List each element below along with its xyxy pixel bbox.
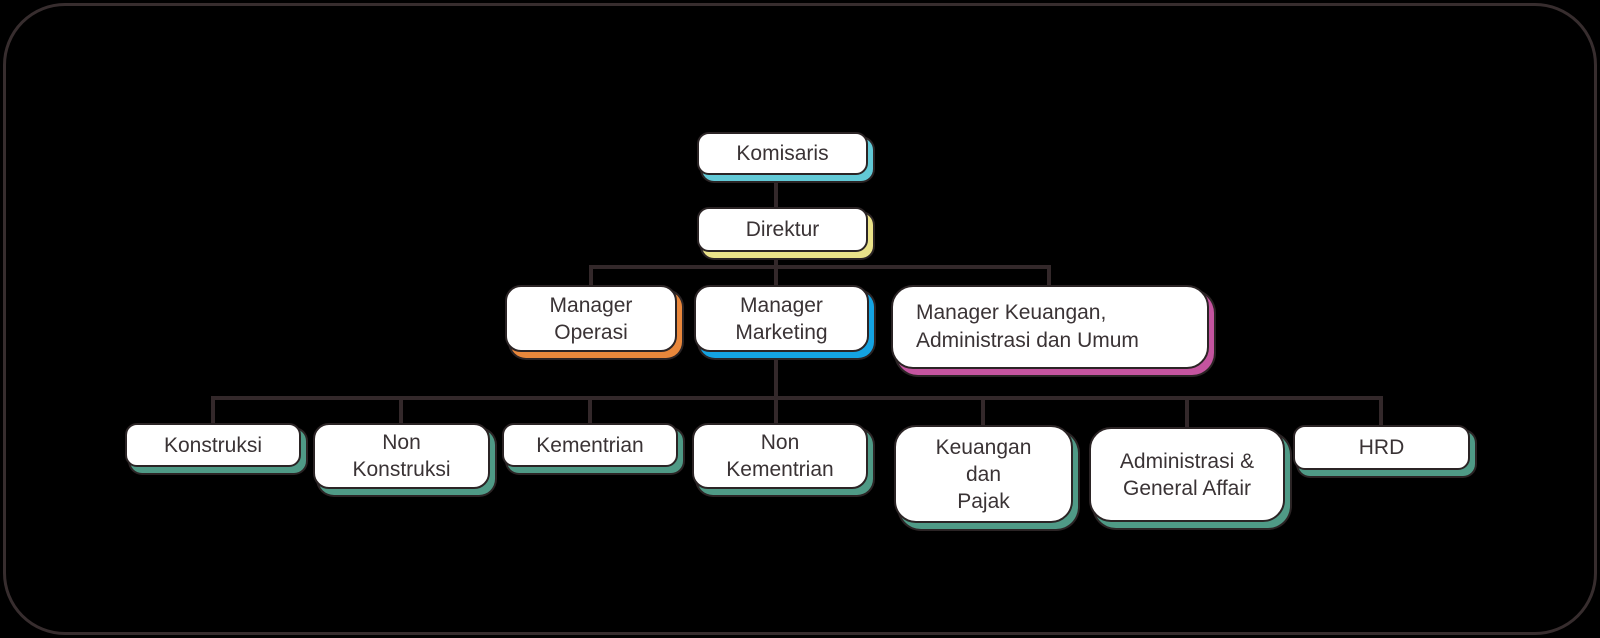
node-label: HRD (1358, 436, 1405, 459)
node-hrd: HRD (1293, 425, 1470, 470)
node-keuangan-pajak: Keuangan dan Pajak (894, 425, 1073, 523)
node-administrasi-general-affair: Administrasi & General Affair (1089, 427, 1285, 522)
connector-stub-konstruksi (211, 396, 215, 423)
connector-stub-administrasi (1185, 396, 1189, 427)
node-label: Keuangan (935, 435, 1032, 459)
node-label: Manager Keuangan, (916, 301, 1107, 324)
node-label: Non (382, 431, 421, 454)
connector-stub-kementrian (588, 396, 592, 423)
node-label: Non (760, 431, 800, 454)
connector-managers-trunk (589, 265, 1051, 269)
node-non-kementrian: Non Kementrian (692, 423, 868, 489)
node-label: Marketing (735, 320, 828, 344)
node-manager-marketing: Manager Marketing (694, 285, 869, 352)
node-manager-operasi: Manager Operasi (505, 285, 677, 352)
node-label: Kementrian (536, 433, 644, 457)
node-non-konstruksi: Non Konstruksi (313, 423, 490, 489)
node-label: Komisaris (736, 142, 829, 165)
node-direktur: Direktur (697, 207, 868, 252)
node-kementrian: Kementrian (502, 423, 678, 467)
connector-stub-manager-keuangan (1047, 265, 1051, 285)
org-chart-frame (3, 3, 1597, 635)
node-label: Operasi (554, 320, 628, 344)
node-label: General Affair (1122, 476, 1252, 500)
node-label: Direktur (745, 218, 820, 241)
node-label: dan (965, 462, 1002, 486)
connector-stub-keuangan-pajak (981, 396, 985, 425)
connector-departments-trunk (211, 396, 1383, 400)
node-label: Konstruksi (163, 433, 263, 457)
connector-stub-hrd (1379, 396, 1383, 425)
connector-stub-manager-operasi (589, 265, 593, 285)
node-label: Administrasi dan Umum (916, 329, 1139, 352)
node-label: Pajak (957, 489, 1010, 513)
node-label: Administrasi & (1119, 449, 1255, 473)
node-komisaris: Komisaris (697, 132, 868, 175)
connector-marketing-drop (774, 352, 778, 425)
node-manager-keuangan: Manager Keuangan, Administrasi dan Umum (891, 285, 1209, 369)
node-konstruksi: Konstruksi (125, 423, 301, 467)
node-label: Manager (549, 293, 633, 317)
connector-komisaris-direktur (774, 175, 778, 207)
node-label: Konstruksi (352, 458, 451, 481)
node-label: Kementrian (726, 458, 834, 481)
connector-stub-non-konstruksi (399, 396, 403, 423)
node-label: Manager (740, 293, 823, 317)
